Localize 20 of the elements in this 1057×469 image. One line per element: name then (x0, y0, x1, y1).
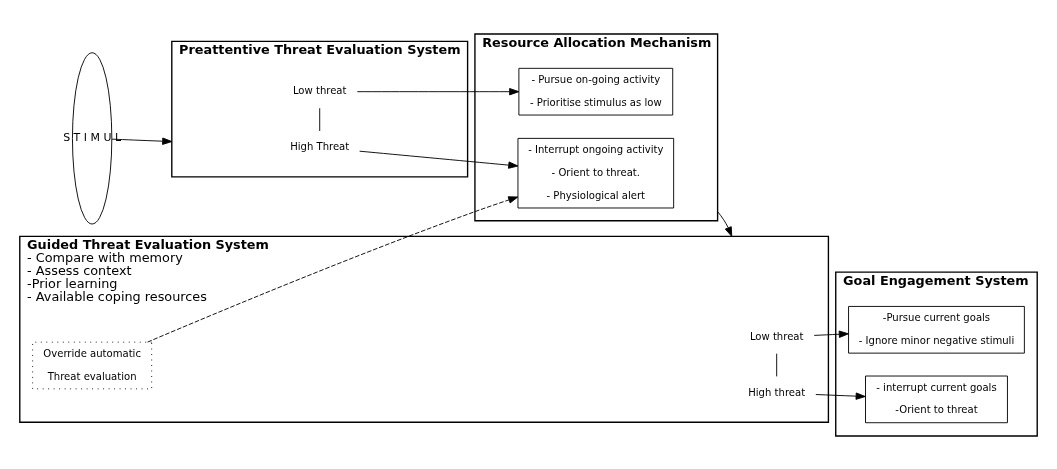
arrow (815, 392, 866, 400)
node-text: High threat (748, 386, 806, 398)
arrow (813, 330, 849, 338)
arrow (147, 195, 519, 343)
node-box: - interrupt current goals -Orient to threat (865, 375, 1008, 423)
node-box: Override automatic Threat evaluation (32, 341, 153, 389)
arrow (359, 150, 519, 169)
node-box: - Pursue on-going activity - Prioritise stimulus as low (518, 67, 674, 115)
node-text: Low threat (292, 84, 347, 96)
node-box: - Interrupt ongoing activity - Orient to threat. - Physiological alert (517, 137, 675, 208)
arrow (111, 137, 173, 145)
arrow (356, 87, 520, 95)
node-box: -Pursue current goals - Ignore minor negative stimuli (848, 305, 1025, 354)
connector (776, 352, 778, 377)
arrow (717, 210, 733, 237)
node-label: S T I M U L (63, 130, 122, 144)
node-text: High Threat (290, 140, 350, 152)
node-text: Low threat (749, 330, 804, 342)
connector (319, 107, 321, 131)
node-ellipse (72, 51, 113, 224)
